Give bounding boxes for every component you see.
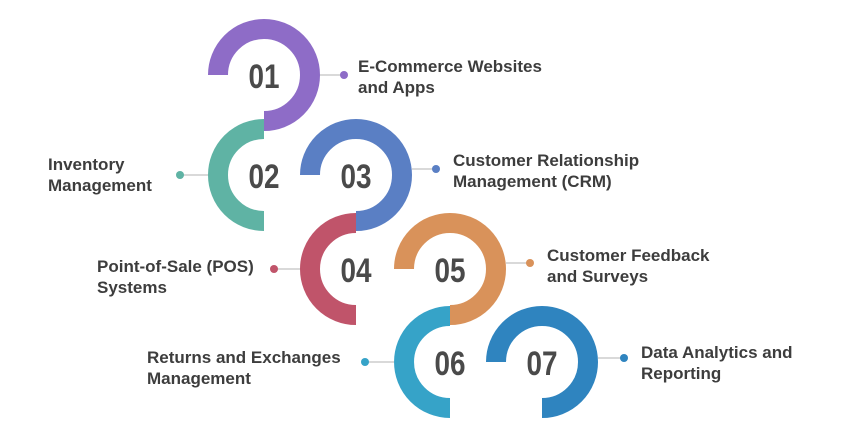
ring-segment-04: [300, 213, 357, 325]
connector-dot-07: [620, 354, 628, 362]
label-feedback-line1: Customer Feedback: [547, 246, 710, 265]
connector-dot-03: [432, 165, 440, 173]
label-crm-line2: Management (CRM): [453, 172, 612, 191]
label-analytics-line1: Data Analytics and: [641, 343, 793, 362]
step-number-03: 03: [340, 157, 371, 195]
step-number-01: 01: [248, 57, 279, 95]
label-connectors: [176, 71, 628, 366]
label-ecommerce-line2: and Apps: [358, 78, 435, 97]
step-number-07: 07: [526, 344, 557, 382]
label-pos-line1: Point-of-Sale (POS): [97, 257, 254, 276]
label-returns: Returns and Exchanges Management: [147, 347, 341, 389]
connector-dot-06: [361, 358, 369, 366]
ring-segments: [208, 19, 598, 418]
step-number-06: 06: [434, 344, 465, 382]
connector-dot-01: [340, 71, 348, 79]
step-numbers: 01 02 03 04 05 06 07: [248, 57, 557, 382]
label-analytics: Data Analytics and Reporting: [641, 342, 792, 384]
connector-dot-05: [526, 259, 534, 267]
ring-segment-01: [208, 19, 320, 131]
label-ecommerce: E-Commerce Websites and Apps: [358, 56, 542, 98]
label-crm-line1: Customer Relationship: [453, 151, 640, 170]
label-inventory: Inventory Management: [48, 154, 152, 196]
step-number-02: 02: [248, 157, 279, 195]
step-number-05: 05: [434, 251, 465, 289]
ring-segment-02: [208, 119, 265, 231]
label-returns-line2: Management: [147, 369, 251, 388]
label-feedback-line2: and Surveys: [547, 267, 649, 286]
label-returns-line1: Returns and Exchanges: [147, 348, 341, 367]
label-inventory-line1: Inventory: [48, 155, 125, 174]
ring-segment-05: [394, 213, 506, 325]
label-pos-line2: Systems: [97, 278, 167, 297]
label-crm: Customer Relationship Management (CRM): [453, 150, 639, 192]
label-feedback: Customer Feedback and Surveys: [547, 245, 710, 287]
ring-segment-07: [486, 306, 598, 418]
label-analytics-line2: Reporting: [641, 364, 722, 383]
ring-segment-06: [394, 306, 451, 418]
label-inventory-line2: Management: [48, 176, 152, 195]
ring-segment-03: [300, 119, 412, 231]
label-ecommerce-line1: E-Commerce Websites: [358, 57, 542, 76]
label-pos: Point-of-Sale (POS) Systems: [97, 256, 254, 298]
step-number-04: 04: [340, 251, 372, 289]
connector-dot-04: [270, 265, 278, 273]
connector-dot-02: [176, 171, 184, 179]
